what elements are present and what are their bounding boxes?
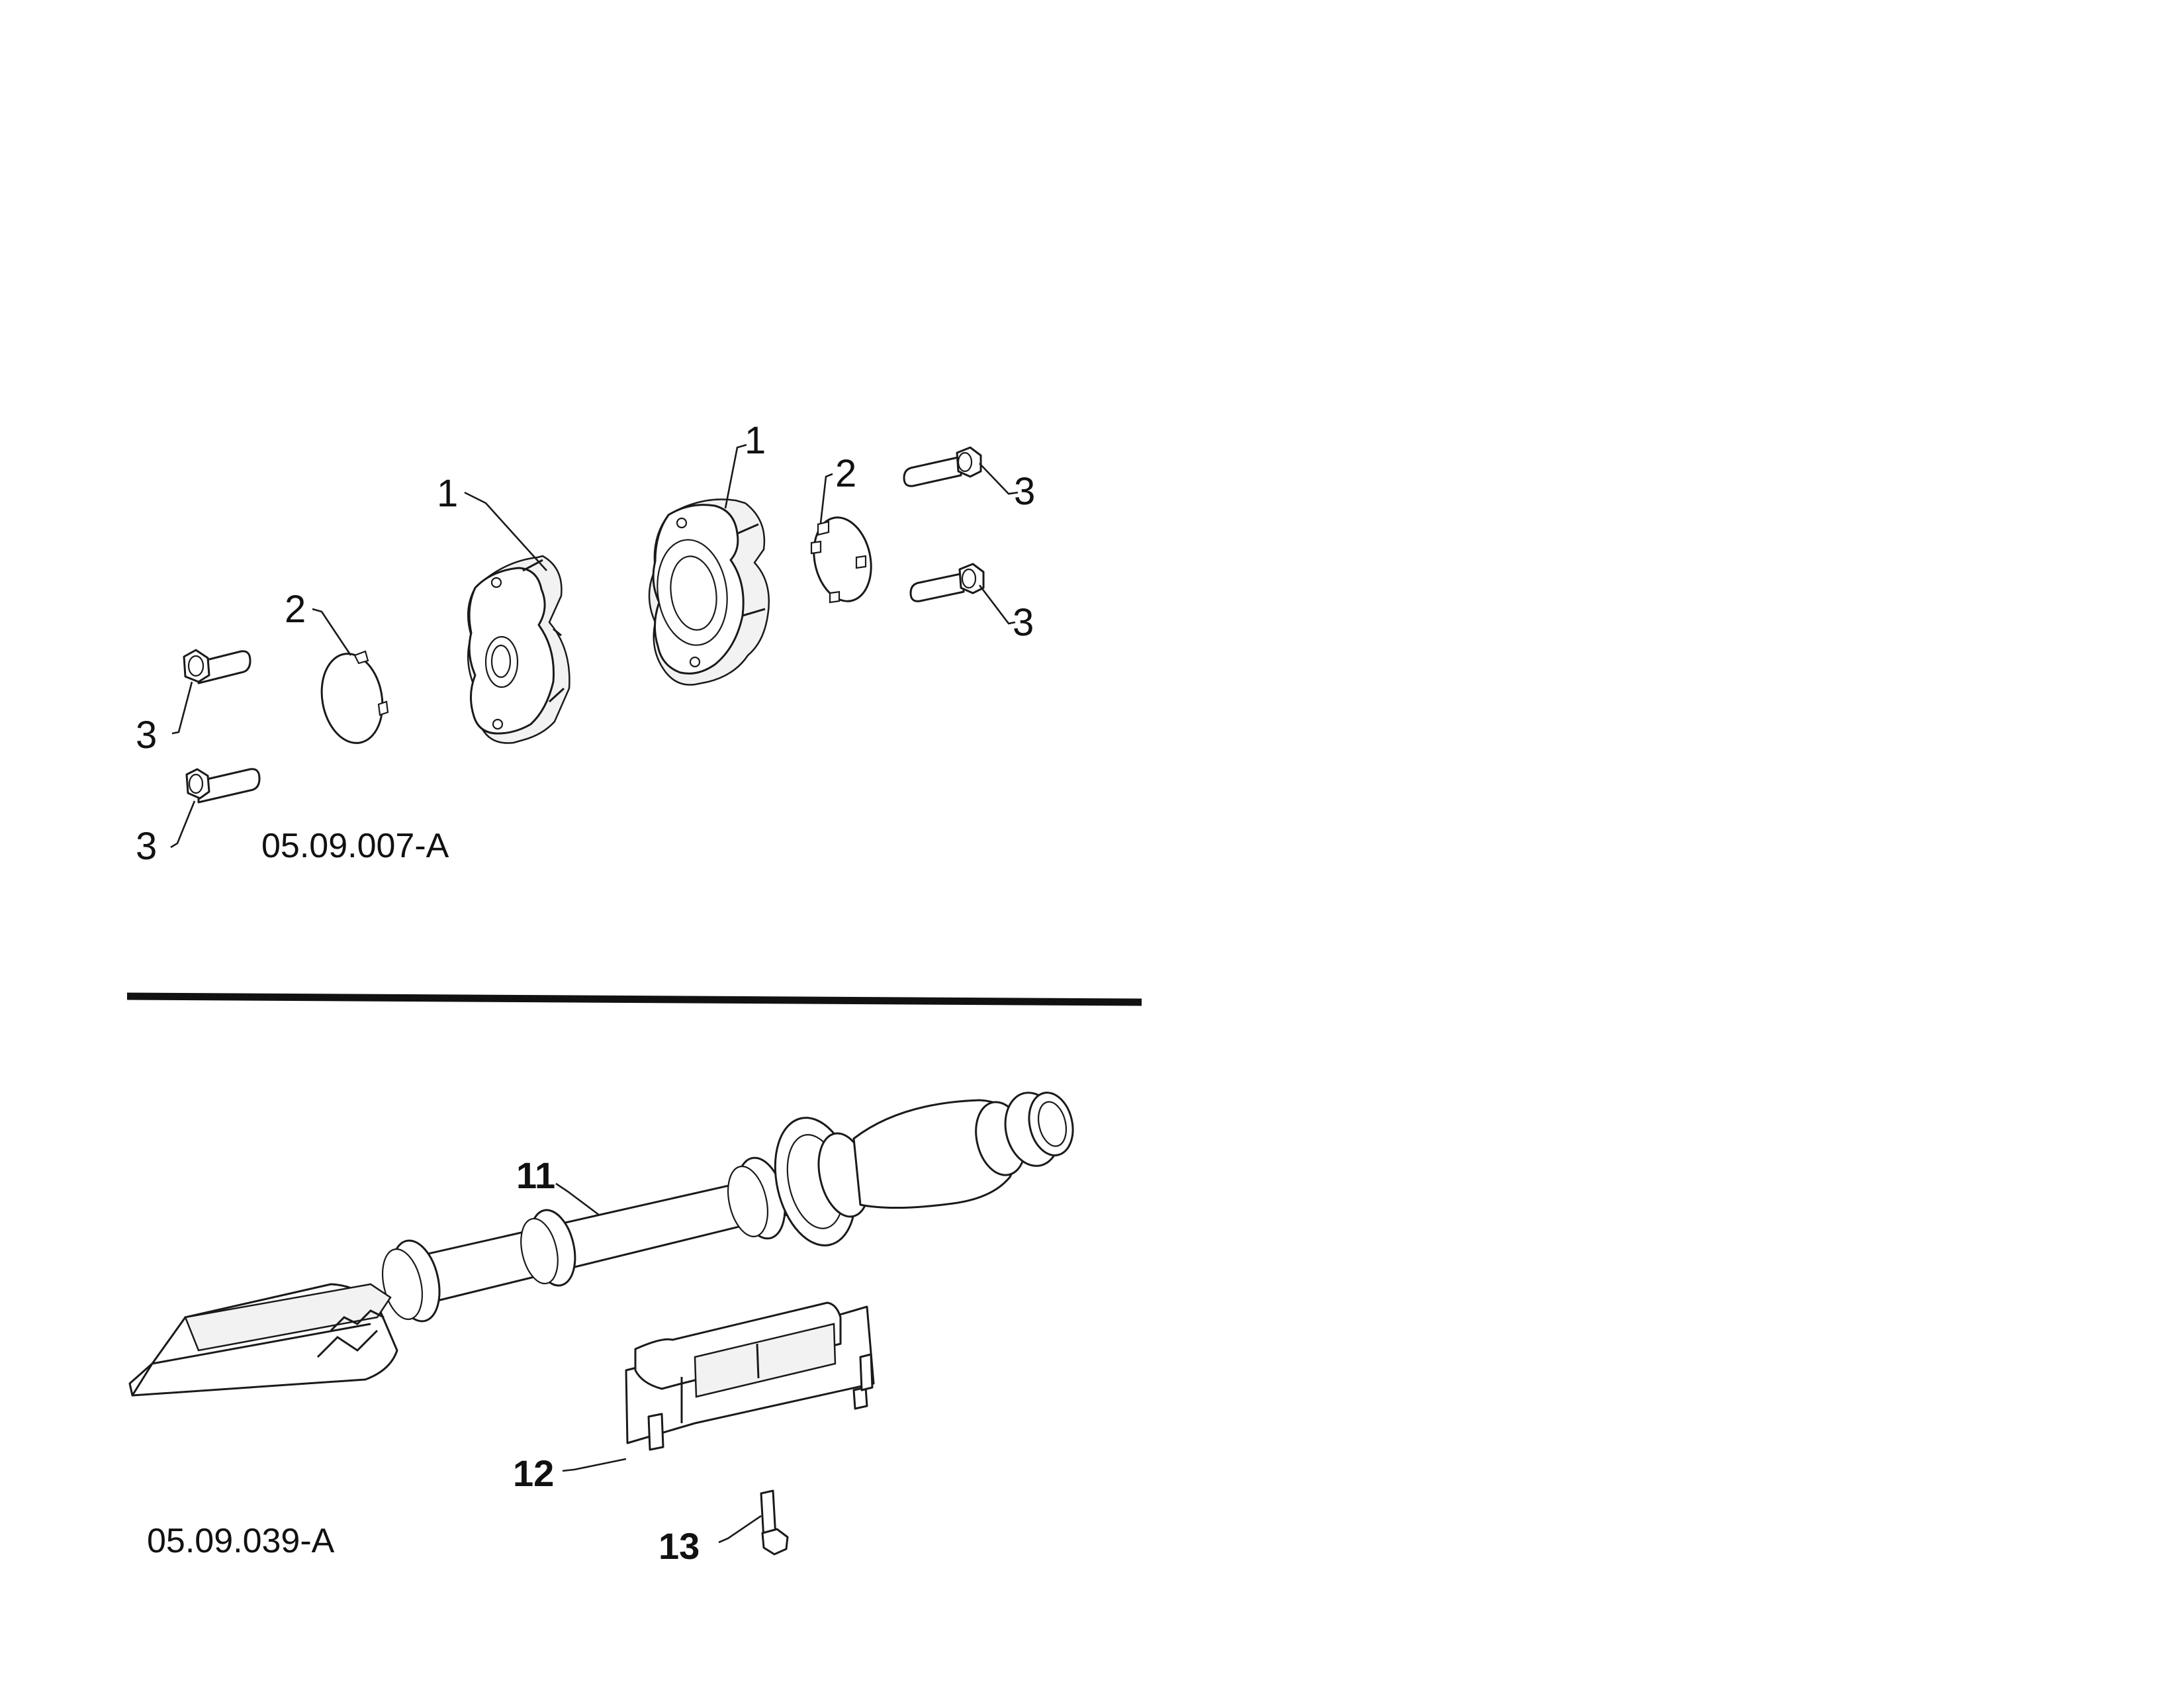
bolt-left-lower — [185, 768, 261, 804]
leader-lines-fig1 — [170, 444, 1019, 849]
callout-bolt-left-upper: 3 — [136, 714, 157, 757]
leader-bolt-right-lower — [978, 585, 1016, 625]
callout-bolt-right-upper: 3 — [1014, 470, 1035, 513]
callout-shaft: 11 — [516, 1154, 555, 1196]
figure-05-09-007-a: 1 1 2 2 3 3 3 3 05.09.007-A — [136, 419, 1035, 868]
leader-cap-left — [312, 608, 352, 656]
bolt-left-upper — [183, 649, 251, 684]
bolt-right-lower — [909, 563, 985, 602]
cap-left — [320, 650, 389, 744]
cap-right — [810, 516, 872, 604]
leader-cap-right — [819, 473, 833, 524]
bolt-small — [760, 1489, 789, 1556]
figure-05-09-039-a: 11 12 13 05.09.039-A — [128, 1092, 1074, 1567]
callout-bracket: 12 — [513, 1452, 554, 1494]
leader-bolt-left-upper — [171, 681, 193, 735]
bushing-right — [648, 498, 770, 686]
leader-bushing-left — [464, 491, 547, 571]
callout-bolt-small: 13 — [659, 1525, 700, 1567]
bushing-left — [467, 555, 570, 744]
callout-bolt-right-lower: 3 — [1013, 601, 1034, 644]
leader-bolt-left-lower — [170, 800, 196, 849]
callout-bushing-left: 1 — [437, 472, 458, 515]
callout-cap-right: 2 — [835, 452, 856, 495]
leader-bolt-small — [718, 1515, 762, 1544]
leader-shaft — [555, 1182, 600, 1217]
callout-cap-left: 2 — [285, 588, 306, 631]
bracket-skid — [625, 1301, 875, 1451]
figure-code-05-09-007-a: 05.09.007-A — [261, 827, 449, 865]
section-divider — [126, 992, 1142, 1006]
leader-bolt-right-upper — [979, 463, 1019, 495]
figure-code-05-09-039-a: 05.09.039-A — [147, 1522, 335, 1560]
callout-bushing-right: 1 — [745, 419, 766, 462]
shaft-assembly — [128, 1092, 1074, 1397]
leader-bushing-right — [724, 444, 747, 509]
leader-bracket — [562, 1458, 627, 1472]
callout-bolt-left-lower: 3 — [136, 825, 157, 868]
bolt-right-upper — [903, 446, 982, 487]
